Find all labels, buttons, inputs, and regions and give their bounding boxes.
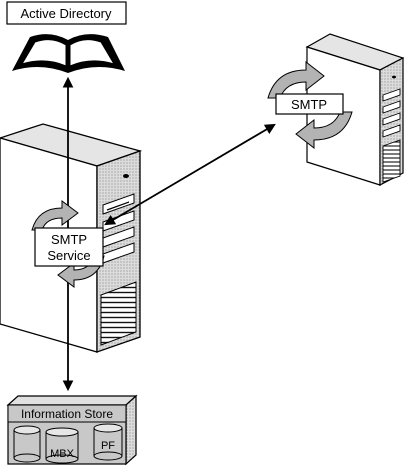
remote-smtp-node: SMTP bbox=[275, 93, 344, 115]
pf-label: PF bbox=[101, 440, 115, 452]
active-directory-label-box bbox=[6, 1, 127, 25]
remote-smtp-label-box bbox=[275, 93, 344, 115]
book-icon bbox=[12, 34, 125, 73]
smtp-service-label-line1: SMTP bbox=[51, 232, 87, 247]
mailbox-store-icon: MBX bbox=[13, 425, 79, 464]
remote-smtp-cycle-icon bbox=[267, 60, 353, 150]
mbx-label: MBX bbox=[50, 448, 75, 460]
public-folder-store-icon: PF bbox=[93, 423, 123, 461]
active-directory-node: Active Directory bbox=[6, 1, 127, 25]
information-store-node: Information Store MBX PF bbox=[6, 394, 138, 466]
active-directory-label: Active Directory bbox=[20, 6, 112, 21]
smtp-service-label-line2: Service bbox=[47, 248, 90, 263]
smtp-service-node: SMTP Service bbox=[34, 227, 104, 267]
information-store-label: Information Store bbox=[21, 407, 113, 421]
smtp-service-label-box bbox=[34, 227, 104, 267]
remote-smtp-label: SMTP bbox=[291, 97, 327, 112]
information-store-label-box bbox=[7, 404, 127, 423]
arrow-smtp-to-smtp bbox=[104, 123, 276, 226]
